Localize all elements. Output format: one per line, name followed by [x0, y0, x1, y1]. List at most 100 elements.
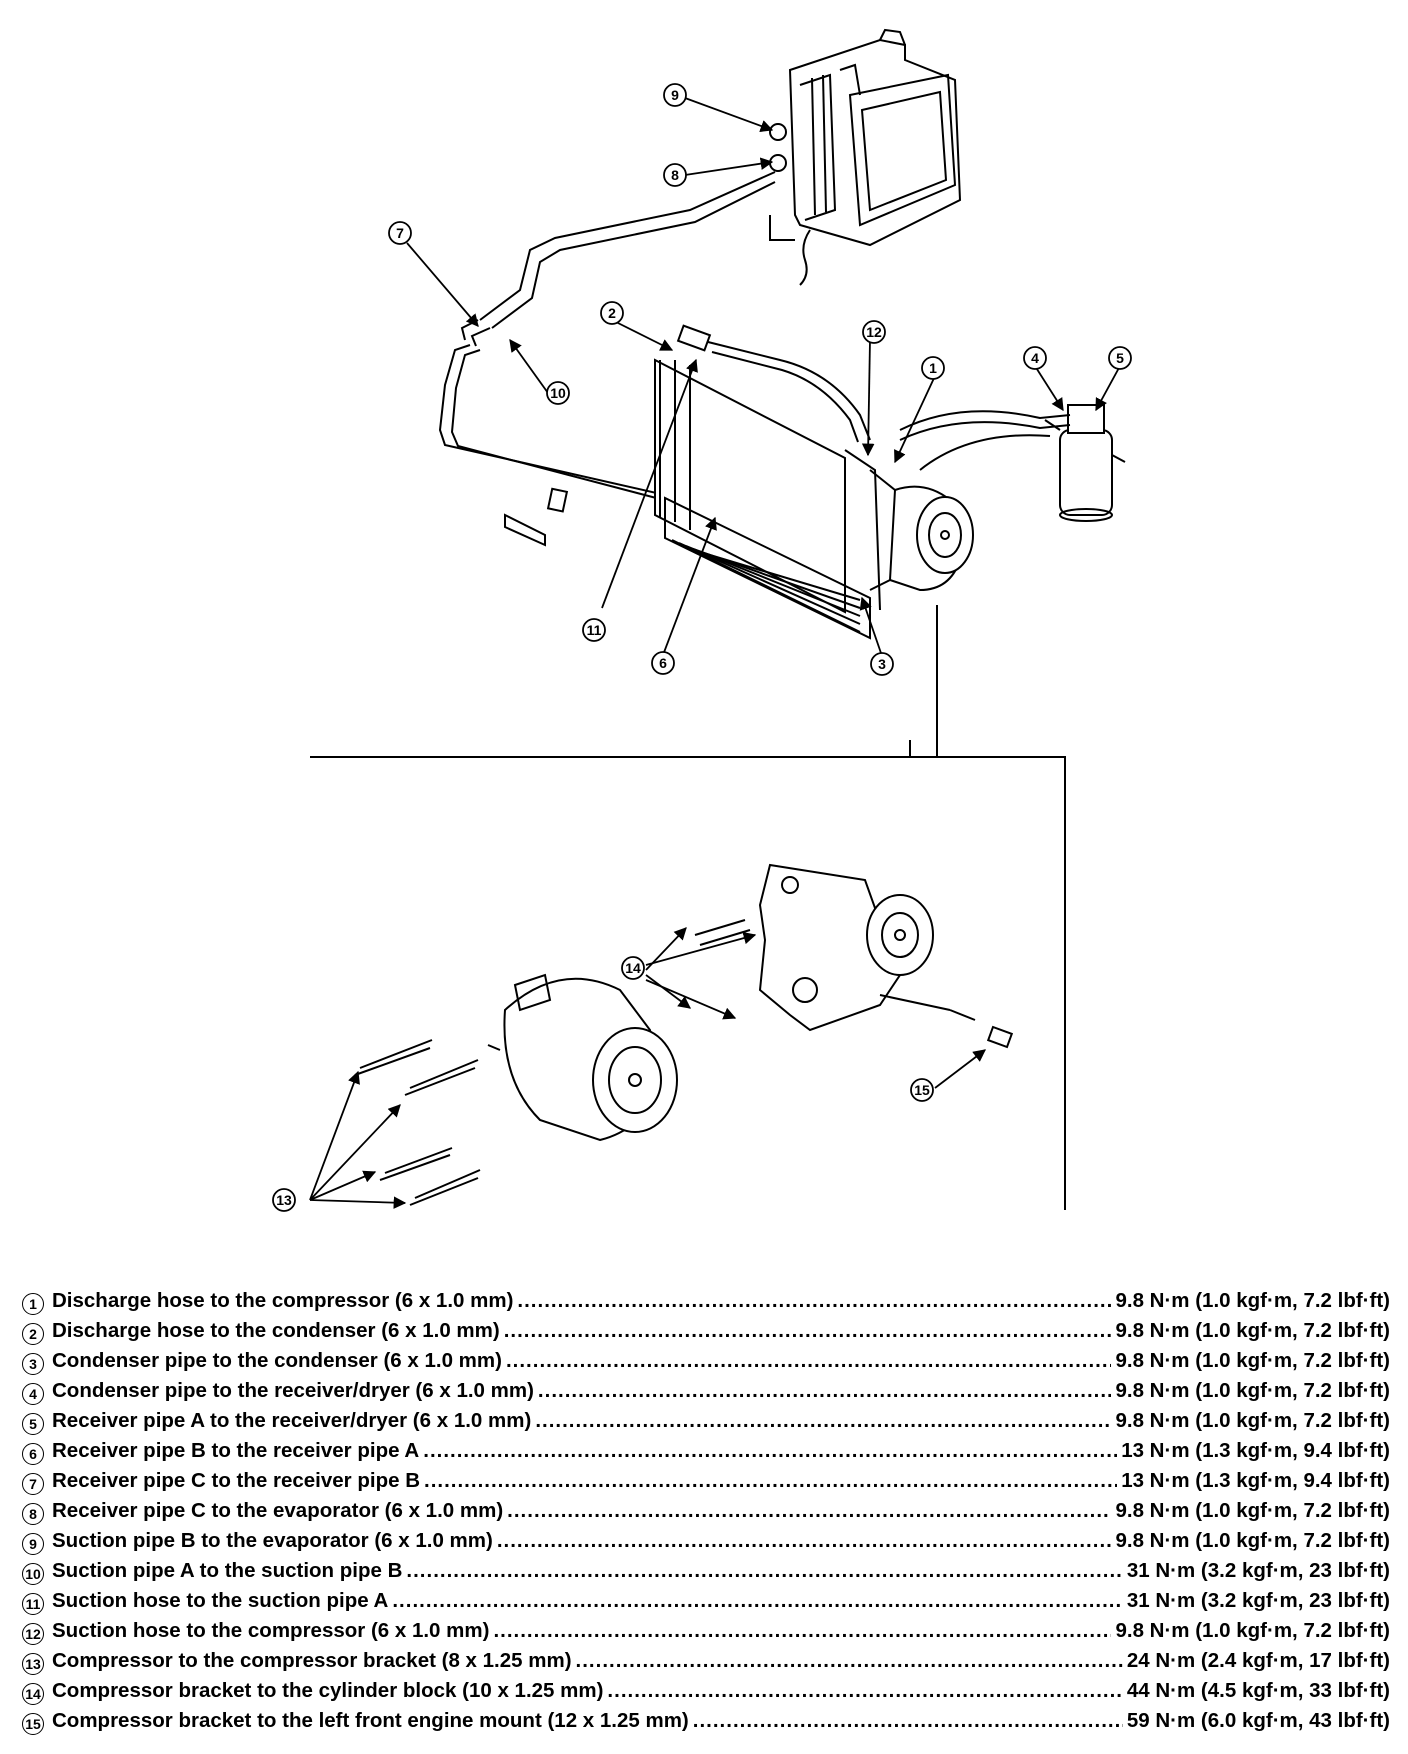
- callout-label: 5: [1116, 350, 1124, 366]
- detail-frame: [310, 605, 1066, 1210]
- torque-spec-row: 5 Receiver pipe A to the receiver/dryer (…: [22, 1409, 1390, 1439]
- item-number: 10: [22, 1563, 44, 1585]
- item-description: Compressor bracket to the cylinder block…: [52, 1679, 604, 1702]
- compressor-top: [869, 469, 974, 592]
- torque-value: 9.8 N·m (1.0 kgf·m, 7.2 lbf·ft): [1115, 1289, 1390, 1312]
- item-number: 13: [22, 1653, 44, 1675]
- dot-leader: [538, 1379, 1112, 1403]
- dot-leader: [406, 1559, 1122, 1583]
- item-description: Suction pipe B to the evaporator (6 x 1.…: [52, 1529, 493, 1552]
- condenser: [654, 324, 881, 640]
- callout-circle: [621, 956, 645, 980]
- torque-spec-row: 10 Suction pipe A to the suction pipe B 31…: [22, 1559, 1390, 1589]
- suction-and-receiver-pipes: [438, 171, 776, 547]
- callout-circle: [600, 301, 624, 325]
- callout-circle: [910, 1078, 934, 1102]
- torque-spec-row: 14 Compressor bracket to the cylinder blo…: [22, 1679, 1390, 1709]
- dot-leader: [576, 1649, 1123, 1673]
- receiver-dryer: [899, 404, 1126, 522]
- torque-spec-row: 12 Suction hose to the compressor (6 x 1.…: [22, 1619, 1390, 1649]
- torque-value: 44 N·m (4.5 kgf·m, 33 lbf·ft): [1126, 1679, 1390, 1702]
- torque-value: 9.8 N·m (1.0 kgf·m, 7.2 lbf·ft): [1115, 1409, 1390, 1432]
- item-number: 5: [22, 1413, 44, 1435]
- item-description: Discharge hose to the condenser (6 x 1.0…: [52, 1319, 500, 1342]
- torque-spec-row: 15 Compressor bracket to the left front e…: [22, 1709, 1390, 1739]
- item-description: Condenser pipe to the receiver/dryer (6 …: [52, 1379, 534, 1402]
- item-description: Receiver pipe B to the receiver pipe A: [52, 1439, 420, 1462]
- dot-leader: [693, 1709, 1123, 1733]
- dot-leader: [423, 1439, 1117, 1463]
- torque-value: 9.8 N·m (1.0 kgf·m, 7.2 lbf·ft): [1115, 1349, 1390, 1372]
- item-description: Compressor to the compressor bracket (8 …: [52, 1649, 572, 1672]
- dot-leader: [392, 1589, 1123, 1613]
- item-number: 1: [22, 1293, 44, 1315]
- dot-leader: [493, 1619, 1111, 1643]
- item-description: Suction hose to the compressor (6 x 1.0 …: [52, 1619, 490, 1642]
- torque-value: 9.8 N·m (1.0 kgf·m, 7.2 lbf·ft): [1115, 1619, 1390, 1642]
- callout-label: 14: [625, 960, 641, 976]
- dot-leader: [506, 1349, 1112, 1373]
- torque-spec-row: 2 Discharge hose to the condenser (6 x 1.…: [22, 1319, 1390, 1349]
- torque-spec-row: 9 Suction pipe B to the evaporator (6 x 1…: [22, 1529, 1390, 1559]
- item-number: 3: [22, 1353, 44, 1375]
- torque-value: 9.8 N·m (1.0 kgf·m, 7.2 lbf·ft): [1115, 1499, 1390, 1522]
- evaporator-unit: [769, 28, 962, 286]
- item-number: 11: [22, 1593, 44, 1615]
- callout-label: 7: [396, 225, 404, 241]
- callout-circle: [388, 221, 412, 245]
- compressor-detail: [354, 973, 678, 1206]
- item-description: Receiver pipe C to the receiver pipe B: [52, 1469, 420, 1492]
- item-description: Suction pipe A to the suction pipe B: [52, 1559, 403, 1582]
- callout-circle: [1108, 346, 1132, 370]
- callout-circle: [921, 356, 945, 380]
- torque-value: 13 N·m (1.3 kgf·m, 9.4 lbf·ft): [1121, 1469, 1390, 1492]
- torque-value: 13 N·m (1.3 kgf·m, 9.4 lbf·ft): [1121, 1439, 1390, 1462]
- callout-circle: [663, 83, 687, 107]
- callout-label: 2: [608, 305, 616, 321]
- item-number: 6: [22, 1443, 44, 1465]
- callout-label: 15: [914, 1082, 930, 1098]
- dot-leader: [507, 1499, 1111, 1523]
- torque-value: 59 N·m (6.0 kgf·m, 43 lbf·ft): [1126, 1709, 1390, 1732]
- item-description: Receiver pipe A to the receiver/dryer (6…: [52, 1409, 532, 1432]
- callout-circle: [272, 1188, 296, 1212]
- torque-value: 31 N·m (3.2 kgf·m, 23 lbf·ft): [1126, 1559, 1390, 1582]
- callout-circle: [1023, 346, 1047, 370]
- callout-label: 3: [878, 656, 886, 672]
- dot-leader: [607, 1679, 1122, 1703]
- torque-spec-row: 13 Compressor to the compressor bracket (…: [22, 1649, 1390, 1679]
- item-description: Compressor bracket to the left front eng…: [52, 1709, 689, 1732]
- item-number: 14: [22, 1683, 44, 1705]
- item-number: 9: [22, 1533, 44, 1555]
- callout-label: 6: [659, 655, 667, 671]
- callout-label: 4: [1031, 350, 1039, 366]
- item-number: 12: [22, 1623, 44, 1645]
- item-number: 8: [22, 1503, 44, 1525]
- torque-value: 9.8 N·m (1.0 kgf·m, 7.2 lbf·ft): [1115, 1379, 1390, 1402]
- compressor-bracket: [694, 863, 1014, 1049]
- callout-circle: [663, 163, 687, 187]
- callout-leaders: [309, 97, 1121, 1209]
- callout-circle: [582, 618, 606, 642]
- callout-circle: [870, 652, 894, 676]
- torque-value: 9.8 N·m (1.0 kgf·m, 7.2 lbf·ft): [1115, 1529, 1390, 1552]
- item-number: 4: [22, 1383, 44, 1405]
- torque-value: 24 N·m (2.4 kgf·m, 17 lbf·ft): [1126, 1649, 1390, 1672]
- item-number: 2: [22, 1323, 44, 1345]
- callout-label: 1: [929, 360, 937, 376]
- dot-leader: [504, 1319, 1112, 1343]
- callout-label: 8: [671, 167, 679, 183]
- callout-label: 13: [276, 1192, 292, 1208]
- item-description: Suction hose to the suction pipe A: [52, 1589, 389, 1612]
- callout-label: 11: [587, 622, 602, 638]
- item-number: 15: [22, 1713, 44, 1735]
- torque-value: 9.8 N·m (1.0 kgf·m, 7.2 lbf·ft): [1115, 1319, 1390, 1342]
- callout-circle: [651, 651, 675, 675]
